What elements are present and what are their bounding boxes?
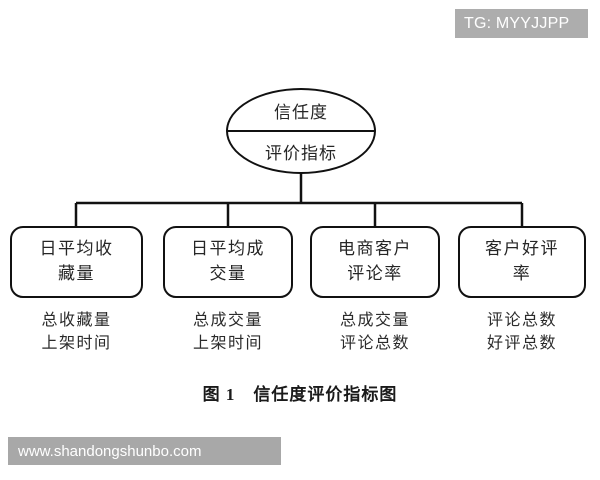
leaf-box-3-line2: 评论率 <box>347 264 403 283</box>
leaf-caption-3-line2: 评论总数 <box>339 335 410 353</box>
root-node-top-label: 信任度 <box>274 103 328 122</box>
figure-caption: 图 1 信任度评价指标图 <box>0 380 600 405</box>
leaf-box-3-line1: 电商客户 <box>338 239 412 259</box>
leaf-caption-4-line2: 好评总数 <box>486 335 557 353</box>
leaf-caption-1: 总收藏量 上架时间 <box>10 309 143 355</box>
site-watermark-bar: www.shandongshunbo.com <box>8 437 281 465</box>
leaf-caption-4-line1: 评论总数 <box>486 312 557 329</box>
leaf-caption-2-line2: 上架时间 <box>192 335 263 353</box>
leaf-box-1-line1: 日平均收 <box>39 239 114 259</box>
leaf-box-daily-avg-transactions: 日平均成 交量 <box>163 226 293 298</box>
figure-caption-number: 图 1 <box>202 385 236 404</box>
leaf-caption-2-line1: 总成交量 <box>192 312 263 329</box>
leaf-box-2-line2: 交量 <box>209 264 247 283</box>
root-node-bottom-label: 评价指标 <box>265 144 337 163</box>
leaf-caption-2: 总成交量 上架时间 <box>163 309 293 355</box>
leaf-box-2-line1: 日平均成 <box>191 239 265 259</box>
leaf-caption-3-line1: 总成交量 <box>339 312 410 329</box>
leaf-caption-3: 总成交量 评论总数 <box>310 309 440 355</box>
leaf-box-4-line2: 率 <box>512 264 532 283</box>
leaf-box-customer-positive-rate: 客户好评 率 <box>458 226 586 298</box>
leaf-box-4-line1: 客户好评 <box>485 239 559 259</box>
leaf-box-1-line2: 藏量 <box>58 264 95 283</box>
tg-watermark-badge: TG: MYYJJPP <box>455 9 588 38</box>
leaf-box-daily-avg-favorites: 日平均收 藏量 <box>10 226 143 298</box>
root-node-trust-evaluation: 信任度 评价指标 <box>226 88 376 174</box>
leaf-caption-1-line2: 上架时间 <box>41 335 112 353</box>
leaf-caption-1-line1: 总收藏量 <box>41 312 112 329</box>
leaf-box-ecommerce-customer-comment-rate: 电商客户 评论率 <box>310 226 440 298</box>
leaf-caption-4: 评论总数 好评总数 <box>458 309 586 355</box>
figure-caption-title: 信任度评价指标图 <box>253 385 398 404</box>
root-node-divider <box>228 130 374 132</box>
